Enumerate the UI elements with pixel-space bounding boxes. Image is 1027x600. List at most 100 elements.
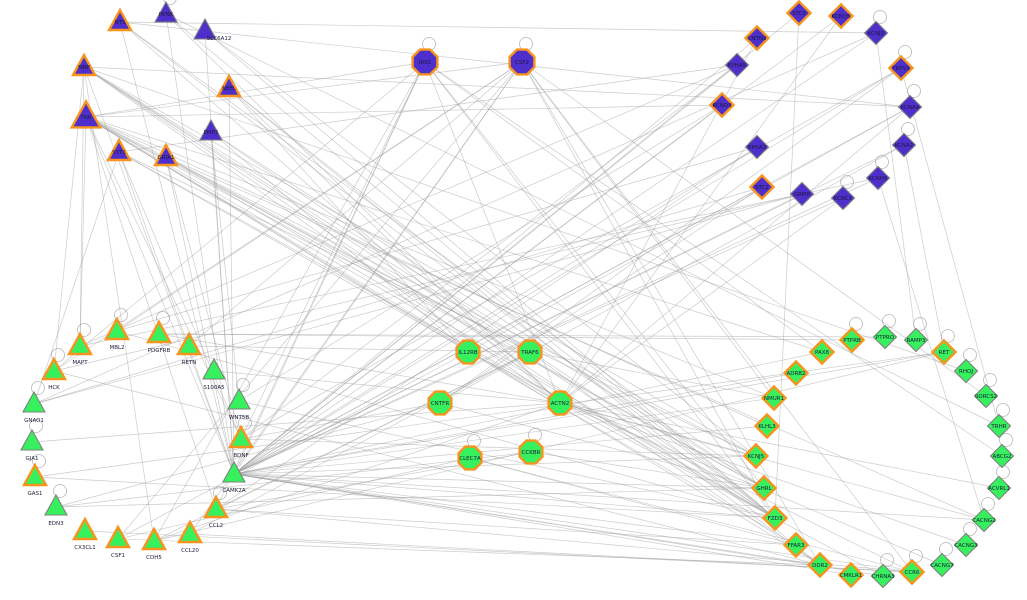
node-PMP2[interactable]: PMP2 bbox=[199, 118, 223, 141]
node-TRHR[interactable]: TRHR bbox=[986, 413, 1012, 439]
node-NMUR1[interactable]: NMUR1 bbox=[760, 384, 788, 412]
edge-CAMK2A-FZD3 bbox=[233, 473, 776, 519]
node-NTS[interactable]: NTS bbox=[106, 7, 134, 32]
edge-GRIA1-GHRL bbox=[165, 156, 765, 489]
diamond-shape bbox=[870, 563, 896, 589]
node-GJA1[interactable]: GJA1 bbox=[20, 428, 44, 462]
node-CACNG3[interactable]: CACNG3 bbox=[953, 532, 979, 558]
edge-TNR-KCND3 bbox=[85, 104, 723, 118]
edge-TNR-IL12RB bbox=[85, 116, 469, 353]
node-label: CSF1 bbox=[111, 553, 125, 559]
node-IRS1[interactable]: IRS1 bbox=[411, 48, 439, 76]
edge-CLEC7A-CCR6 bbox=[469, 457, 913, 573]
edge-SLC6A12-KCNJ5 bbox=[204, 30, 757, 457]
node-SYT1[interactable]: SYT1 bbox=[105, 137, 133, 162]
edge-IRS1-CCL2 bbox=[215, 61, 426, 510]
node-label: EDN3 bbox=[48, 521, 64, 527]
node-IL12RB[interactable]: IL12RB bbox=[455, 339, 481, 365]
self-loop-CHRNA3 bbox=[880, 553, 894, 567]
node-PENK[interactable]: PENK bbox=[154, 0, 178, 23]
node-KCNA4[interactable]: KCNA4 bbox=[897, 94, 923, 120]
edge-EPHA5-BDNF bbox=[240, 64, 738, 440]
self-loop-CCR6 bbox=[909, 549, 923, 563]
edge-NEFL-FZD3 bbox=[228, 87, 776, 519]
node-KCNJ3[interactable]: KCNJ3 bbox=[863, 20, 889, 46]
node-GHRL[interactable]: GHRL bbox=[750, 474, 778, 502]
edge-CNTFR-BDNF bbox=[240, 402, 441, 440]
node-label: GAS1 bbox=[27, 491, 42, 497]
edge-CAMK2A-GHRL bbox=[233, 473, 765, 489]
node-DDR2[interactable]: DDR2 bbox=[806, 551, 834, 579]
node-CX3CL1[interactable]: CX3CL1 bbox=[71, 516, 99, 551]
node-CCKBR[interactable]: CCKBR bbox=[518, 439, 544, 465]
node-EPHA3[interactable]: EPHA3 bbox=[744, 134, 770, 160]
edge-CAMK2A-KLHL3 bbox=[233, 425, 768, 475]
node-KCNA2[interactable]: KCNA2 bbox=[891, 132, 917, 158]
edge-KCNQ5-CAMK2A bbox=[233, 15, 842, 475]
node-NEFL[interactable]: NEFL bbox=[215, 73, 243, 98]
node-KLHL3[interactable]: KLHL3 bbox=[753, 412, 781, 440]
node-HCK[interactable]: HCK bbox=[40, 356, 68, 391]
node-SORCS2[interactable]: SORCS2 bbox=[973, 383, 999, 409]
node-KCNJ5[interactable]: KCNJ5 bbox=[742, 442, 770, 470]
node-PAX8[interactable]: PAX8 bbox=[808, 338, 836, 366]
node-CCR6[interactable]: CCR6 bbox=[898, 558, 926, 586]
diamond-shape bbox=[837, 561, 865, 589]
node-GRM8[interactable]: GRM8 bbox=[789, 181, 815, 207]
node-MBP[interactable]: MBP bbox=[70, 52, 98, 77]
node-KCNH5[interactable]: KCNH5 bbox=[865, 165, 891, 191]
diamond-shape bbox=[748, 173, 776, 201]
node-RAMP3[interactable]: RAMP3 bbox=[903, 327, 929, 353]
edge-CSF2-RETN bbox=[188, 61, 523, 347]
diamond-shape bbox=[891, 132, 917, 158]
edge-STC2-GNAO1 bbox=[33, 186, 763, 405]
node-CSF1[interactable]: CSF1 bbox=[104, 524, 132, 559]
node-ACVRL1[interactable]: ACVRL1 bbox=[986, 475, 1012, 501]
node-label: CX3CL1 bbox=[74, 545, 96, 551]
node-MBL2[interactable]: MBL2 bbox=[103, 316, 131, 351]
node-CNTN2[interactable]: CNTN2 bbox=[743, 24, 771, 52]
edge-TRPV1-TRHR bbox=[900, 67, 1000, 427]
edge-GRM8-GNAO1 bbox=[33, 193, 803, 405]
node-EDN3[interactable]: EDN3 bbox=[44, 493, 68, 527]
node-CLEC7A[interactable]: CLEC7A bbox=[457, 445, 483, 471]
node-CACNG7[interactable]: CACNG7 bbox=[929, 552, 955, 578]
node-TNR[interactable]: TNR bbox=[69, 98, 103, 129]
node-GAS1[interactable]: GAS1 bbox=[21, 462, 49, 497]
edge-MBL2-FZD3 bbox=[116, 330, 776, 519]
self-loop-PDGFRB bbox=[156, 311, 170, 325]
node-KCNC1[interactable]: KCNC1 bbox=[830, 185, 856, 211]
node-ABCG2[interactable]: ABCG2 bbox=[989, 443, 1015, 469]
edge-KCNC1-CAMK2A bbox=[233, 197, 844, 475]
node-ADRB2[interactable]: ADRB2 bbox=[782, 359, 810, 387]
node-RHOJ[interactable]: RHOJ bbox=[953, 358, 979, 384]
edge-PENK-TRHR bbox=[165, 13, 1000, 427]
node-CNTFR[interactable]: CNTFR bbox=[427, 390, 453, 416]
node-STC2[interactable]: STC2 bbox=[748, 173, 776, 201]
edge-CNTN2-CAMK2A bbox=[233, 37, 758, 475]
node-TRPV1[interactable]: TRPV1 bbox=[887, 54, 915, 82]
node-ACTN2[interactable]: ACTN2 bbox=[547, 390, 573, 416]
diamond-shape bbox=[971, 507, 997, 533]
node-GNAO1[interactable]: GNAO1 bbox=[22, 390, 46, 424]
node-CACNG2[interactable]: CACNG2 bbox=[971, 507, 997, 533]
edge-IRS1-PAX8 bbox=[424, 61, 823, 353]
diamond-shape bbox=[782, 359, 810, 387]
triangle-shape bbox=[145, 319, 173, 344]
diamond-shape bbox=[744, 134, 770, 160]
node-MAPT[interactable]: MAPT bbox=[66, 331, 94, 366]
node-CHRNA3[interactable]: CHRNA3 bbox=[870, 563, 896, 589]
edge-KCNJ3-RAMP3 bbox=[875, 32, 917, 341]
node-STC1[interactable]: STC1 bbox=[785, 0, 813, 27]
edge-layer bbox=[31, 12, 1003, 577]
node-CSF2[interactable]: CSF2 bbox=[508, 48, 536, 76]
node-TRAF6[interactable]: TRAF6 bbox=[517, 339, 543, 365]
edge-SYT1-EPHA5 bbox=[118, 64, 738, 153]
node-SLC6A12[interactable]: SLC6A12 bbox=[193, 17, 231, 42]
diamond-shape bbox=[724, 52, 750, 78]
node-KCNQ5[interactable]: KCNQ5 bbox=[827, 2, 855, 30]
edge-CSF2-CCL20 bbox=[189, 61, 523, 535]
triangle-shape bbox=[44, 493, 68, 516]
